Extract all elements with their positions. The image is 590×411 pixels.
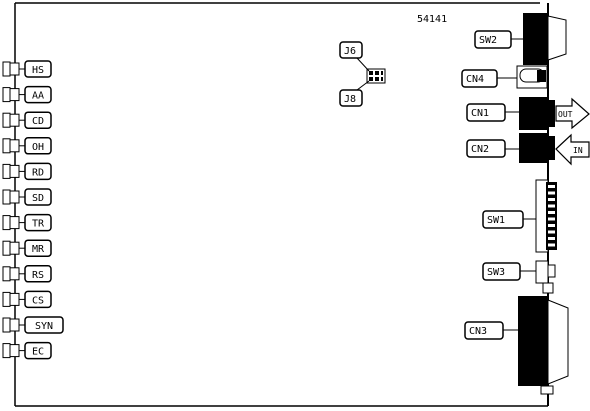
part-number: 54141 — [417, 14, 447, 25]
led-body — [2, 87, 11, 103]
sw1-switch-position — [548, 191, 555, 195]
led-tr: TR — [2, 213, 52, 232]
sw3-callout: SW3 — [482, 262, 521, 281]
led-body — [2, 189, 11, 205]
led-syn: SYN — [2, 316, 64, 334]
jumper-j8-callout: J8 — [339, 89, 363, 107]
led-label-sd: SD — [32, 193, 44, 204]
led-oh: OH — [2, 137, 52, 155]
led-label-cs: CS — [32, 295, 44, 306]
led-body — [2, 163, 11, 179]
cn1-label: CN1 — [471, 108, 489, 119]
led-base — [9, 241, 20, 255]
sw1-switch-position — [548, 185, 555, 188]
led-base — [9, 216, 20, 230]
cn2-connector — [505, 133, 555, 163]
led-base — [9, 88, 20, 102]
sw1-switch-position — [548, 198, 555, 201]
led-body — [2, 61, 11, 77]
sw2-switch — [511, 13, 567, 65]
led-aa: AA — [2, 85, 52, 104]
out-arrow: OUT — [555, 97, 590, 130]
led-label-aa: AA — [32, 91, 44, 102]
led-label-oh: OH — [32, 142, 44, 153]
sw1-switch-position — [548, 217, 555, 221]
led-base — [9, 292, 20, 306]
cn2-callout: CN2 — [466, 139, 506, 158]
led-label-tr: TR — [32, 219, 45, 230]
cn4-label: CN4 — [466, 74, 484, 85]
jumper-j6-callout: J6 — [339, 41, 363, 59]
led-body — [2, 215, 11, 231]
cn4-callout: CN4 — [461, 69, 498, 88]
sw1-switch-position — [548, 237, 555, 240]
led-body — [2, 240, 11, 256]
cn3-connector — [503, 296, 569, 395]
in-arrow: IN — [555, 133, 590, 166]
led-body — [2, 343, 11, 359]
led-base — [9, 139, 20, 153]
led-base — [9, 113, 20, 127]
sw1-label: SW1 — [487, 215, 505, 226]
in-arrow-label: IN — [573, 146, 583, 155]
led-label-rs: RS — [32, 270, 44, 281]
cn2-label: CN2 — [471, 144, 489, 155]
led-rs: RS — [2, 265, 52, 283]
led-hs: HS — [2, 60, 52, 78]
sw1-switch-position — [548, 230, 555, 234]
led-mr: MR — [2, 239, 52, 257]
led-label-mr: MR — [32, 244, 45, 255]
led-indicator-column: HS AA CD OH RD SD TR MR RS CS SYN EC — [2, 60, 64, 360]
out-arrow-label: OUT — [558, 110, 573, 119]
led-sd: SD — [2, 188, 52, 206]
sw3-label: SW3 — [487, 267, 505, 278]
led-base — [9, 164, 20, 178]
sw2-callout: SW2 — [474, 30, 512, 49]
led-body — [2, 112, 11, 128]
led-label-syn: SYN — [35, 321, 53, 332]
led-body — [2, 266, 11, 282]
led-cd: CD — [2, 111, 52, 129]
led-base — [9, 344, 20, 358]
sw1-dip-switch — [523, 179, 557, 253]
sw2-label: SW2 — [479, 35, 497, 46]
led-label-ec: EC — [32, 347, 44, 358]
led-body — [2, 317, 11, 333]
cn4-connector — [497, 65, 548, 89]
jumper-j8-label: J8 — [344, 94, 356, 105]
led-label-cd: CD — [32, 116, 44, 127]
led-body — [2, 291, 11, 307]
cn3-callout: CN3 — [464, 321, 504, 340]
pcb-outline — [14, 2, 549, 407]
sw1-switch-position — [548, 204, 555, 208]
led-label-hs: HS — [32, 65, 44, 76]
led-ec: EC — [2, 341, 52, 360]
led-base — [9, 318, 20, 332]
led-base — [9, 267, 20, 281]
cn1-callout: CN1 — [466, 103, 506, 122]
sw1-switch-position — [548, 243, 555, 247]
led-label-rd: RD — [32, 167, 44, 178]
led-rd: RD — [2, 162, 52, 181]
sw1-switch-position — [548, 224, 555, 227]
sw3-switch — [520, 260, 556, 294]
jumper-block — [356, 57, 386, 91]
sw1-switch-position — [548, 211, 555, 214]
led-cs: CS — [2, 290, 52, 309]
led-base — [9, 62, 20, 76]
cn3-label: CN3 — [469, 326, 487, 337]
sw1-callout: SW1 — [482, 210, 524, 229]
jumper-j6-label: J6 — [344, 46, 356, 57]
led-body — [2, 138, 11, 154]
cn1-connector — [505, 97, 555, 130]
led-base — [9, 190, 20, 204]
